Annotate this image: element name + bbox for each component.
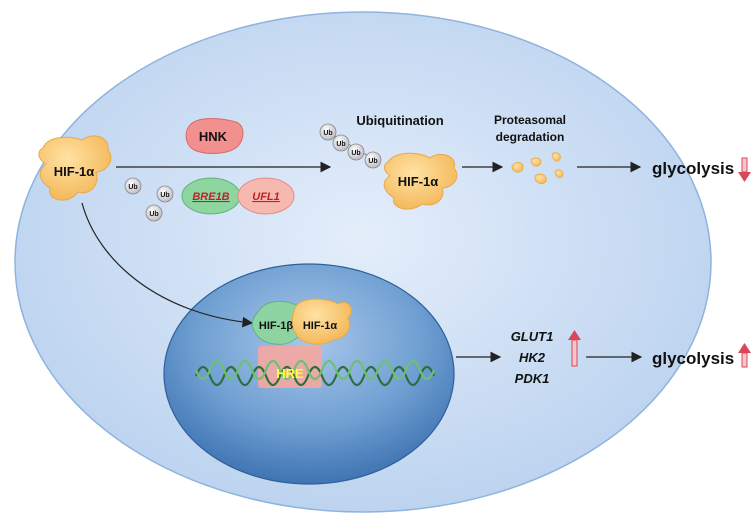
hnk-label: HNK [199,129,228,144]
hif1a-protein-nucleus [291,298,352,345]
hnk-molecule [185,118,244,154]
ubiquitination-label: Ubiquitination [356,113,443,128]
hif1a-left-label: HIF-1α [54,164,95,179]
svg-text:Ub: Ub [368,158,377,165]
dna-helix [194,359,436,387]
gene-pdk1: PDK1 [515,371,550,386]
gene-hk2: HK2 [519,350,546,365]
ufl1-label: UFL1 [252,191,280,203]
hif1b-label: HIF-1β [259,320,294,332]
ub-sphere: Ub [156,185,174,203]
up-arrow-icon [568,330,581,367]
bre1b-label: BRE1B [192,191,229,203]
hif1a-protein-right [383,152,458,210]
hif1b-protein [251,301,305,345]
svg-text:Ub: Ub [336,141,345,148]
hre-label: HRE [276,366,304,381]
svg-text:Ub: Ub [160,192,169,199]
hif1a-right-label: HIF-1α [398,174,439,189]
proteasomal-label-line2: degradation [496,130,565,144]
svg-text:Ub: Ub [128,184,137,191]
hre-box [258,346,322,388]
ufl1-protein [237,177,295,215]
svg-text:Ub: Ub [323,130,332,137]
up-arrow-icon [738,343,751,368]
ub-chain: Ub Ub Ub Ub [319,123,382,169]
glycolysis-top-label: glycolysis [652,159,734,178]
arrow-to-nucleus [81,202,254,328]
down-arrow-icon [738,157,751,182]
ub-sphere: Ub [124,177,142,195]
glycolysis-bottom-label: glycolysis [652,349,734,368]
hif1a-nucleus-label: HIF-1α [303,320,338,332]
gene-glut1: GLUT1 [511,329,554,344]
degraded-fragments [511,152,564,185]
proteasomal-label-line1: Proteasomal [494,113,566,127]
svg-text:Ub: Ub [351,150,360,157]
svg-text:Ub: Ub [149,211,158,218]
ub-sphere: Ub [145,204,163,222]
hif1a-protein-left [38,135,112,201]
